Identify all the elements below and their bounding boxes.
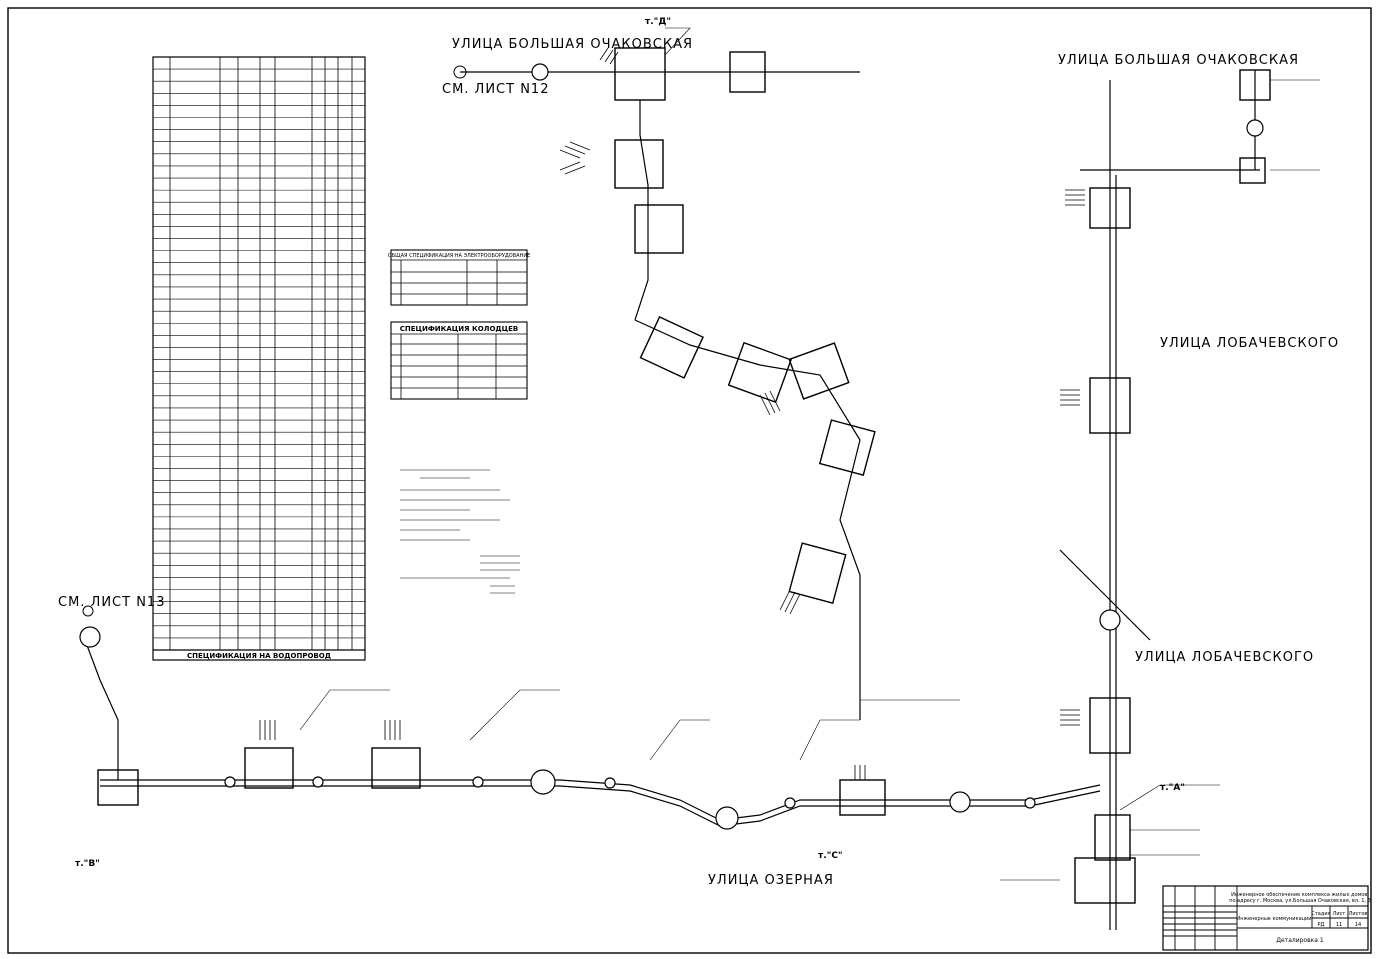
- hydrant-circle: [312, 776, 324, 788]
- wells: [97, 47, 1271, 904]
- street-ochakovskaya-left: УЛИЦА БОЛЬШАЯ ОЧАКОВСКАЯ: [452, 37, 693, 52]
- well-vk12: [788, 342, 850, 400]
- well-vk19: [1074, 857, 1136, 904]
- well-vk7: [244, 747, 294, 789]
- stamp-sheet: 11: [1336, 922, 1342, 928]
- well-vk8: [97, 769, 139, 806]
- hatching: [259, 47, 1085, 780]
- wells-spec-title: СПЕЦИФИКАЦИЯ КОЛОДЦЕВ: [400, 325, 519, 333]
- leader-lines: [299, 27, 1320, 881]
- well-right-mid: [1239, 157, 1266, 184]
- well-vk23: [1089, 377, 1131, 434]
- point-a-label: т."А": [1160, 783, 1185, 793]
- stamp-project: Инженерное обеспечение комплекса жилых д…: [1229, 892, 1371, 904]
- street-lobachevskogo-bottom: УЛИЦА ЛОБАЧЕВСКОГО: [1135, 650, 1314, 665]
- point-b-label: т."B": [75, 859, 100, 869]
- stamp-stage: РД: [1318, 922, 1325, 928]
- sheet-ref-bubbles: [82, 65, 467, 617]
- well-vk15: [634, 204, 684, 254]
- hydrant-circle: [1099, 609, 1121, 631]
- hydrant-circle: [1246, 119, 1264, 137]
- notes-block: [400, 469, 520, 594]
- electro-spec-title: ОБЩАЯ СПЕЦИФИКАЦИЯ НА ЭЛЕКТРООБОРУДОВАНИ…: [388, 253, 531, 259]
- well-top-right: [1239, 69, 1271, 101]
- hydrant-circle: [604, 777, 616, 789]
- stamp-sheets-hdr: Листов: [1349, 911, 1368, 917]
- hydrant-circle: [79, 626, 101, 648]
- well-vkc: [839, 779, 886, 816]
- street-ochakovskaya-right: УЛИЦА БОЛЬШАЯ ОЧАКОВСКАЯ: [1058, 53, 1299, 68]
- hydrant-circle: [530, 769, 556, 795]
- well-vk11: [818, 419, 876, 477]
- electro-spec-table: [390, 249, 528, 306]
- water-spec-title: СПЕЦИФИКАЦИЯ НА ВОДОПРОВОД: [187, 652, 331, 660]
- fittings: [79, 63, 1264, 830]
- outer-frame: [7, 7, 1372, 954]
- sheet-ref-12: СМ. ЛИСТ N12: [442, 82, 549, 97]
- stamp-sheet-name: Деталировка 1: [1276, 937, 1324, 944]
- stamp-title: Инженерные коммуникации: [1236, 916, 1311, 922]
- hydrant-circle: [949, 791, 971, 813]
- well-vk20: [1089, 697, 1131, 754]
- stamp-stage-hdr: Стадия: [1311, 911, 1330, 917]
- water-spec-table: [152, 56, 366, 661]
- hydrant-circle: [715, 806, 739, 830]
- well-top-mid: [729, 51, 766, 93]
- well-vk14: [639, 315, 704, 379]
- hydrant-circle: [472, 776, 484, 788]
- water-spec-rows: [153, 68, 365, 639]
- hydrant-circle: [224, 776, 236, 788]
- well-vk-a: [1094, 814, 1131, 861]
- well-vk6: [371, 747, 421, 789]
- point-c-label: т."С": [818, 851, 843, 861]
- street-ozernaya: УЛИЦА ОЗЕРНАЯ: [708, 873, 834, 888]
- hydrant-circle: [531, 63, 549, 81]
- wells-spec-table: [390, 321, 528, 400]
- well-vk24: [1089, 187, 1131, 229]
- hydrant-circle: [784, 797, 796, 809]
- well-vk17: [614, 47, 666, 101]
- point-d-label: т."Д": [645, 17, 671, 27]
- stamp-sheet-hdr: Лист: [1333, 911, 1346, 917]
- well-vk16: [614, 139, 664, 189]
- well-vk13: [727, 341, 792, 404]
- pipelines: [84, 70, 1260, 930]
- stamp-sheets: 14: [1355, 922, 1361, 928]
- sheet-ref-13: СМ. ЛИСТ N13: [58, 595, 165, 610]
- street-lobachevskogo-top: УЛИЦА ЛОБАЧЕВСКОГО: [1160, 336, 1339, 351]
- hydrant-circle: [1024, 797, 1036, 809]
- title-block: [1162, 885, 1369, 951]
- well-vk10: [788, 542, 847, 604]
